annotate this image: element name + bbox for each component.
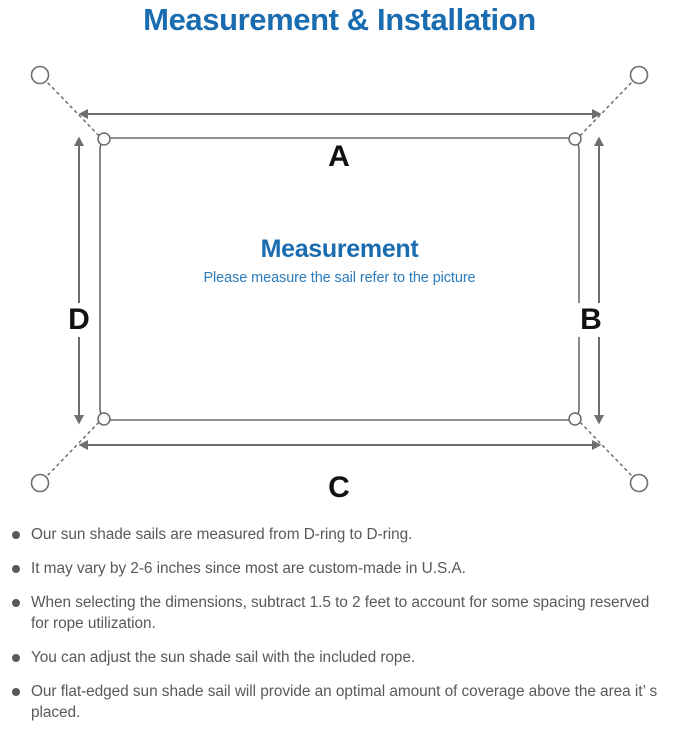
list-item: Our flat-edged sun shade sail will provi… [0, 681, 679, 723]
anchor-point-top-right [629, 65, 649, 85]
dimension-label-c: C [310, 471, 368, 505]
notes-list: Our sun shade sails are measured from D-… [0, 524, 679, 736]
bullet-icon [12, 565, 20, 573]
rope-line-top-left [46, 81, 104, 141]
bullet-icon [12, 599, 20, 607]
dimension-label-b: B [572, 303, 610, 337]
bullet-icon [12, 688, 20, 696]
list-item: Our sun shade sails are measured from D-… [0, 524, 679, 545]
page-title: Measurement & Installation [143, 2, 536, 37]
bullet-icon [12, 654, 20, 662]
note-text: Our sun shade sails are measured from D-… [31, 526, 413, 543]
note-text: Our flat-edged sun shade sail will provi… [31, 683, 658, 721]
d-ring-bottom-left [97, 412, 111, 426]
list-item: It may vary by 2-6 inches since most are… [0, 558, 679, 579]
note-text: You can adjust the sun shade sail with t… [31, 649, 416, 666]
d-ring-top-left [97, 132, 111, 146]
rope-line-bottom-left [46, 417, 104, 477]
anchor-point-top-left [30, 65, 50, 85]
sail-measurement-diagram: Measurement Please measure the sail refe… [0, 44, 679, 522]
d-ring-bottom-right [568, 412, 582, 426]
rope-line-top-right [575, 81, 633, 141]
note-text: It may vary by 2-6 inches since most are… [31, 560, 466, 577]
bullet-icon [12, 531, 20, 539]
dimension-label-d: D [60, 303, 98, 337]
list-item: You can adjust the sun shade sail with t… [0, 647, 679, 668]
dimension-label-a: A [310, 140, 368, 174]
anchor-point-bottom-right [629, 473, 649, 493]
rope-line-bottom-right [575, 417, 633, 477]
list-item: When selecting the dimensions, subtract … [0, 592, 679, 634]
d-ring-top-right [568, 132, 582, 146]
anchor-point-bottom-left [30, 473, 50, 493]
note-text: When selecting the dimensions, subtract … [31, 594, 650, 632]
diagram-svg [30, 65, 649, 493]
sail-rectangle [99, 137, 580, 421]
